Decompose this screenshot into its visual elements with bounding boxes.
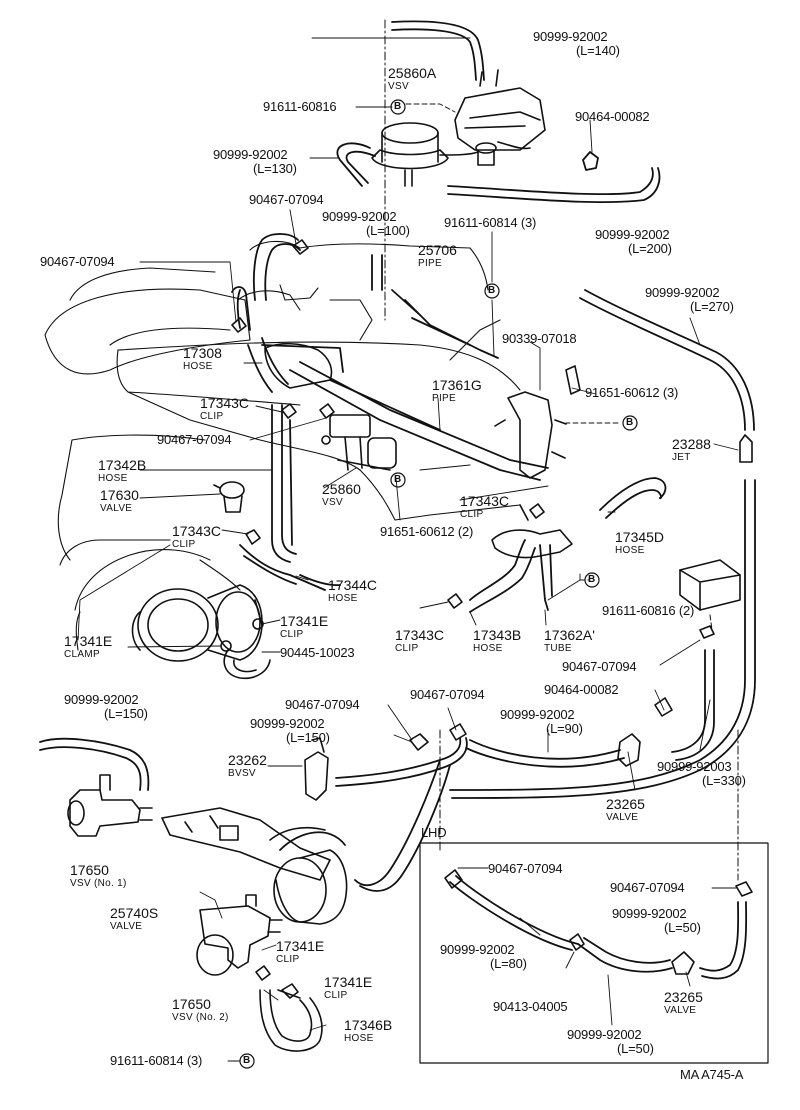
label-90999-92002-l130: 90999-92002(L=130)	[213, 147, 297, 176]
label-91651-60612-3: 91651-60612 (3)	[585, 385, 679, 400]
vsv-25860a-assembly	[371, 69, 546, 187]
label-90467-07094-f: 90467-07094	[410, 687, 485, 702]
b-marker: B	[488, 285, 496, 296]
label-17362a-tube: 17362A'TUBE	[544, 627, 595, 655]
label-90339-07018: 90339-07018	[502, 331, 577, 346]
engine-outline	[44, 240, 521, 651]
label-90999-92002-l100: 90999-92002(L=100)	[322, 209, 410, 238]
hoses-lower	[39, 479, 756, 892]
label-90999-92002-l80-lhd: 90999-92002(L=80)	[440, 942, 527, 971]
drawing-reference: MA A745-A	[680, 1067, 744, 1082]
b-marker: B	[626, 417, 634, 428]
label-90999-92003-l330: 90999-92003(L=330)	[657, 759, 746, 788]
label-90999-92002-l90: 90999-92002(L=90)	[500, 707, 583, 736]
b-marker: B	[394, 474, 402, 485]
label-90413-04005: 90413-04005	[493, 999, 568, 1014]
b-marker: B	[588, 574, 596, 585]
b-marker: B	[394, 101, 402, 112]
label-90999-92002-l150-mid: 90999-92002(L=150)	[250, 716, 330, 745]
label-90999-92002-l50-lhd-b: 90999-92002(L=50)	[567, 1027, 654, 1056]
label-90467-07094-a: 90467-07094	[249, 192, 324, 207]
label-90467-07094-c: 90467-07094	[157, 432, 232, 447]
lhd-inset	[419, 842, 769, 1064]
label-90467-07094-d: 90467-07094	[562, 659, 637, 674]
label-90999-92002-l50-lhd-a: 90999-92002(L=50)	[612, 906, 701, 935]
label-91651-60612-2: 91651-60612 (2)	[380, 524, 474, 539]
lhd-title: LHD	[421, 825, 447, 840]
label-90999-92002-l200: 90999-92002(L=200)	[595, 227, 672, 256]
label-90999-92002-l140: 90999-92002(L=140)	[533, 29, 620, 58]
hoses-top	[336, 19, 661, 321]
label-90999-92002-l150-left: 90999-92002(L=150)	[64, 692, 148, 721]
label-90464-00082-lower: 90464-00082	[544, 682, 619, 697]
label-90467-07094-e: 90467-07094	[285, 697, 360, 712]
b-marker-circles	[239, 99, 638, 1069]
label-90467-07094-lhd-a: 90467-07094	[488, 861, 563, 876]
label-90999-92002-l270: 90999-92002(L=270)	[645, 285, 734, 314]
label-91611-60814-3-top: 91611-60814 (3)	[444, 215, 537, 230]
b-marker: B	[243, 1055, 251, 1066]
label-91611-60814-3-bottom: 91611-60814 (3)	[110, 1053, 203, 1068]
label-91611-60816-2: 91611-60816 (2)	[602, 603, 695, 618]
label-91611-60816: 91611-60816	[263, 99, 337, 114]
components-lower	[67, 697, 673, 1052]
label-90464-00082-top: 90464-00082	[575, 109, 650, 124]
components-middle	[131, 239, 753, 680]
label-90467-07094-b: 90467-07094	[40, 254, 115, 269]
leader-lines	[77, 37, 739, 1062]
label-90467-07094-lhd-b: 90467-07094	[610, 880, 685, 895]
label-90445-10023: 90445-10023	[280, 645, 355, 660]
